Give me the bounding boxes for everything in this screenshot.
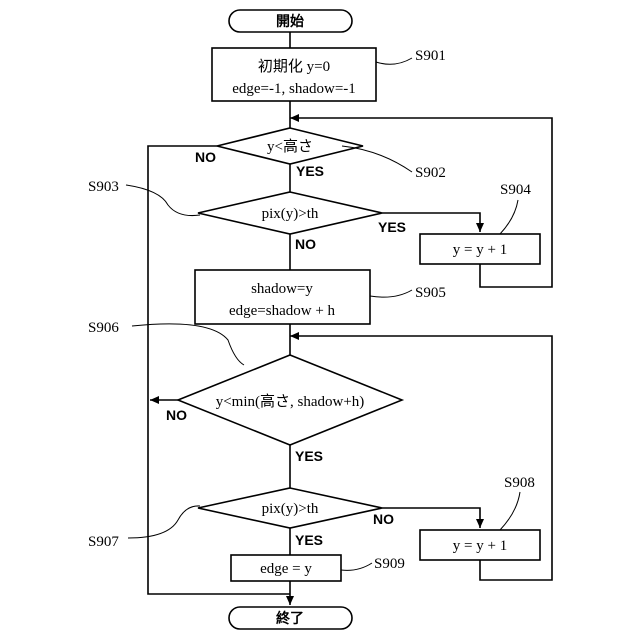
- step-leader: [341, 563, 372, 570]
- s903-no-label: NO: [295, 236, 316, 252]
- decision-s903: pix(y)>th: [198, 192, 382, 234]
- step-leader: [376, 58, 412, 64]
- start-label: 開始: [276, 13, 304, 29]
- step-leader: [370, 290, 412, 297]
- step-leader: [342, 146, 412, 172]
- step-leader: [128, 506, 200, 538]
- step-label-s904: S904: [500, 182, 531, 198]
- step-label-s901: S901: [415, 48, 446, 64]
- decision-s907: pix(y)>th: [198, 488, 382, 528]
- step-label-s902: S902: [415, 165, 446, 181]
- increment-box-s904: y = y + 1: [420, 234, 540, 264]
- step-label-s908: S908: [504, 475, 535, 491]
- decision-s902-text: y<高さ: [267, 138, 313, 155]
- end-label: 終了: [276, 610, 304, 626]
- s906-no-label: NO: [166, 407, 187, 423]
- step-label-s909: S909: [374, 556, 405, 572]
- s906-yes-label: YES: [295, 448, 323, 464]
- shadow-box-s905: shadow=y edge=shadow + h: [195, 270, 370, 324]
- decision-s907-text: pix(y)>th: [262, 501, 319, 517]
- start-terminal: 開始: [229, 10, 352, 32]
- s902-no-label: NO: [195, 149, 216, 165]
- step-label-s905: S905: [415, 285, 446, 301]
- increment-box-s908: y = y + 1: [420, 530, 540, 560]
- increment-s908-text: y = y + 1: [453, 538, 507, 554]
- step-label-s903: S903: [88, 179, 119, 195]
- s902-yes-label: YES: [296, 163, 324, 179]
- edge-box-s909: edge = y: [231, 555, 341, 581]
- decision-s906: y<min(高さ, shadow+h): [178, 355, 402, 445]
- step-leader: [500, 200, 518, 234]
- increment-s904-text: y = y + 1: [453, 242, 507, 258]
- decision-s902: y<高さ: [217, 128, 363, 164]
- step-leader: [500, 492, 520, 530]
- init-box: 初期化 y=0 edge=-1, shadow=-1: [212, 48, 376, 101]
- init-line2: edge=-1, shadow=-1: [232, 81, 356, 97]
- s907-yes-label: YES: [295, 532, 323, 548]
- connector: [382, 508, 480, 528]
- end-terminal: 終了: [229, 607, 352, 629]
- shadow-line1: shadow=y: [251, 281, 313, 297]
- step-leader: [126, 185, 200, 216]
- s907-no-label: NO: [373, 511, 394, 527]
- decision-s903-text: pix(y)>th: [262, 206, 319, 222]
- edge-s909-text: edge = y: [260, 561, 312, 577]
- step-label-s906: S906: [88, 320, 119, 336]
- s903-yes-label: YES: [378, 219, 406, 235]
- decision-s906-text: y<min(高さ, shadow+h): [216, 393, 365, 410]
- init-line1: 初期化 y=0: [258, 58, 330, 75]
- step-label-s907: S907: [88, 534, 119, 550]
- shadow-line2: edge=shadow + h: [229, 303, 336, 319]
